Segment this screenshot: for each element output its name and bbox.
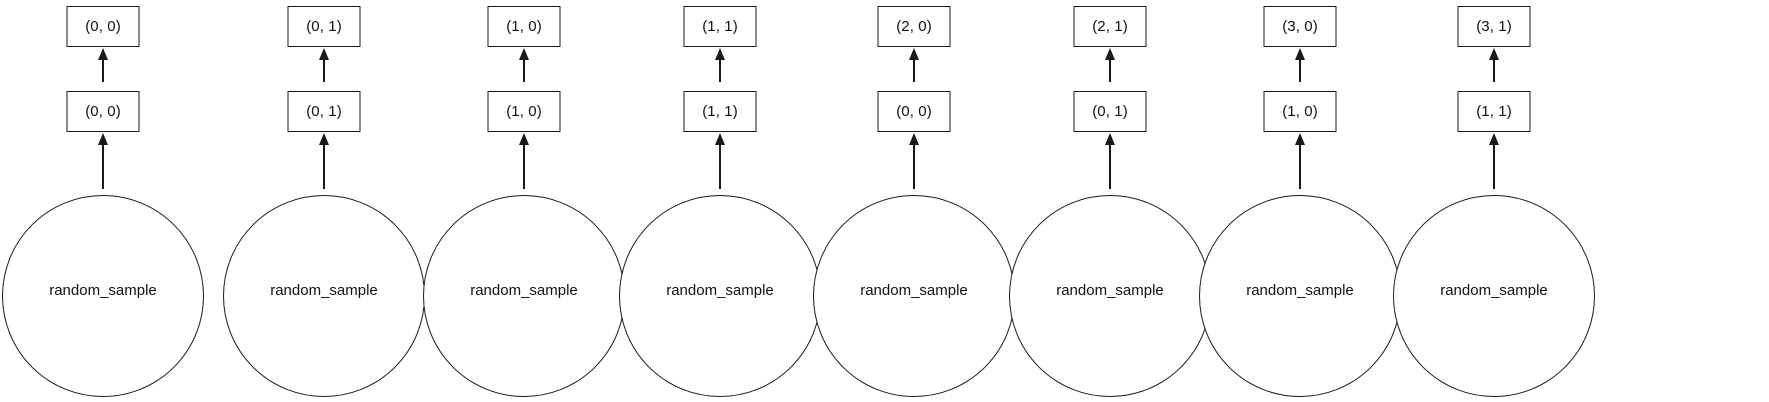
edge-index-to-output (719, 54, 721, 82)
index-node-box[interactable]: (0, 1) (1073, 91, 1147, 132)
graph-chain: (0, 0) (0, 0) random_sample (1, 0, 205, 402)
output-node-label: (0, 1) (306, 18, 342, 35)
output-node-box[interactable]: (2, 0) (877, 6, 951, 47)
source-node-label: random_sample (49, 281, 157, 299)
arrowhead-icon (1489, 133, 1499, 145)
source-node-circle[interactable]: random_sample (1009, 195, 1211, 397)
index-node-label: (1, 1) (702, 103, 738, 120)
edge-index-to-output (913, 54, 915, 82)
source-node-circle[interactable]: random_sample (619, 195, 821, 397)
arrowhead-icon (909, 133, 919, 145)
edge-source-to-index (719, 139, 721, 189)
source-node-circle[interactable]: random_sample (223, 195, 425, 397)
arrowhead-icon (319, 48, 329, 60)
source-node-label: random_sample (1440, 281, 1548, 299)
graph-chain: (0, 1) (0, 1) random_sample (222, 0, 426, 402)
index-node-label: (1, 0) (1282, 103, 1318, 120)
index-node-label: (0, 1) (1092, 103, 1128, 120)
arrowhead-icon (715, 48, 725, 60)
source-node-label: random_sample (1246, 281, 1354, 299)
output-node-label: (0, 0) (85, 18, 121, 35)
edge-index-to-output (1493, 54, 1495, 82)
output-node-box[interactable]: (0, 0) (66, 6, 140, 47)
arrowhead-icon (1295, 48, 1305, 60)
graph-chain: (1, 0) (1, 0) random_sample (422, 0, 626, 402)
source-node-label: random_sample (1056, 281, 1164, 299)
graph-chain: (3, 0) (1, 0) random_sample (1198, 0, 1402, 402)
edge-index-to-output (323, 54, 325, 82)
output-node-label: (3, 1) (1476, 18, 1512, 35)
index-node-box[interactable]: (0, 0) (877, 91, 951, 132)
graph-chain: (2, 0) (0, 0) random_sample (812, 0, 1016, 402)
index-node-label: (0, 0) (85, 103, 121, 120)
source-node-label: random_sample (270, 281, 378, 299)
output-node-label: (1, 0) (506, 18, 542, 35)
index-node-box[interactable]: (1, 1) (1457, 91, 1531, 132)
output-node-box[interactable]: (3, 0) (1263, 6, 1337, 47)
arrowhead-icon (909, 48, 919, 60)
output-node-box[interactable]: (0, 1) (287, 6, 361, 47)
edge-source-to-index (913, 139, 915, 189)
output-node-box[interactable]: (1, 0) (487, 6, 561, 47)
source-node-label: random_sample (666, 281, 774, 299)
index-node-label: (0, 0) (896, 103, 932, 120)
edge-index-to-output (1109, 54, 1111, 82)
source-node-circle[interactable]: random_sample (813, 195, 1015, 397)
arrowhead-icon (1295, 133, 1305, 145)
index-node-label: (1, 0) (506, 103, 542, 120)
edge-source-to-index (102, 139, 104, 189)
arrowhead-icon (1489, 48, 1499, 60)
output-node-label: (1, 1) (702, 18, 738, 35)
output-node-box[interactable]: (2, 1) (1073, 6, 1147, 47)
index-node-label: (0, 1) (306, 103, 342, 120)
arrowhead-icon (1105, 133, 1115, 145)
index-node-box[interactable]: (1, 0) (1263, 91, 1337, 132)
arrowhead-icon (98, 133, 108, 145)
graph-chain: (2, 1) (0, 1) random_sample (1008, 0, 1212, 402)
edge-source-to-index (1299, 139, 1301, 189)
index-node-box[interactable]: (1, 1) (683, 91, 757, 132)
arrowhead-icon (1105, 48, 1115, 60)
output-node-box[interactable]: (3, 1) (1457, 6, 1531, 47)
edge-source-to-index (523, 139, 525, 189)
output-node-label: (2, 0) (896, 18, 932, 35)
graph-chain: (1, 1) (1, 1) random_sample (618, 0, 822, 402)
index-node-box[interactable]: (1, 0) (487, 91, 561, 132)
source-node-label: random_sample (470, 281, 578, 299)
arrowhead-icon (319, 133, 329, 145)
output-node-label: (2, 1) (1092, 18, 1128, 35)
edge-source-to-index (1109, 139, 1111, 189)
edge-index-to-output (102, 54, 104, 82)
index-node-box[interactable]: (0, 0) (66, 91, 140, 132)
edge-source-to-index (323, 139, 325, 189)
source-node-circle[interactable]: random_sample (423, 195, 625, 397)
arrowhead-icon (519, 48, 529, 60)
edge-index-to-output (1299, 54, 1301, 82)
index-node-label: (1, 1) (1476, 103, 1512, 120)
index-node-box[interactable]: (0, 1) (287, 91, 361, 132)
edge-index-to-output (523, 54, 525, 82)
source-node-circle[interactable]: random_sample (1199, 195, 1401, 397)
source-node-label: random_sample (860, 281, 968, 299)
arrowhead-icon (98, 48, 108, 60)
arrowhead-icon (519, 133, 529, 145)
output-node-label: (3, 0) (1282, 18, 1318, 35)
edge-source-to-index (1493, 139, 1495, 189)
output-node-box[interactable]: (1, 1) (683, 6, 757, 47)
graph-chain: (3, 1) (1, 1) random_sample (1392, 0, 1596, 402)
source-node-circle[interactable]: random_sample (1393, 195, 1595, 397)
arrowhead-icon (715, 133, 725, 145)
source-node-circle[interactable]: random_sample (2, 195, 204, 397)
